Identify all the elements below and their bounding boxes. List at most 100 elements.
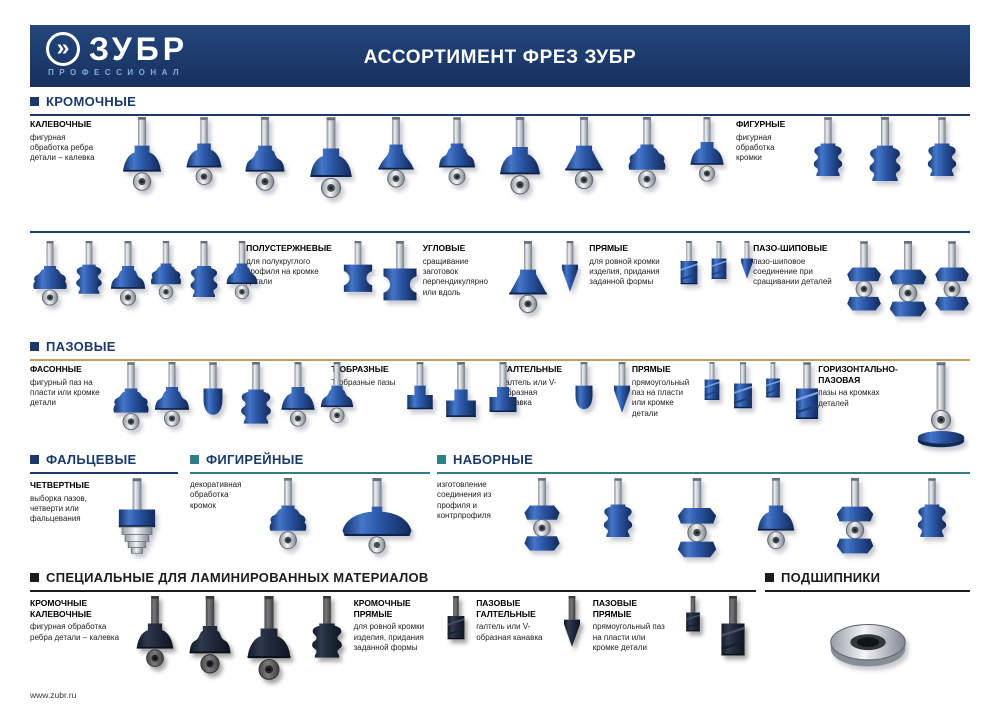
router-bit-icon: [401, 362, 439, 428]
router-bit-icon: [786, 362, 828, 436]
group-desc: сращивание заготовок перпендикулярно или…: [422, 256, 488, 297]
group-desc: выборка пазов, четверти или фальцевания: [30, 493, 88, 524]
kromochnye-row-1: КАЛЕВОЧНЫЕ фигурная обработка ребра дета…: [30, 117, 970, 229]
router-bit-icon: [184, 241, 224, 311]
router-bit-icon: [278, 362, 318, 432]
bit-group-figurnye-2: [30, 241, 246, 311]
router-bit-icon: [148, 241, 184, 304]
group-label-gorizontalno-pazovaya: ГОРИЗОНТАЛЬНО-ПАЗОВАЯ пазы на кромках де…: [818, 362, 912, 409]
bit-group-laminate-kalevochnye: [128, 596, 354, 687]
group-title: КРОМОЧНЫЕ ПРЯМЫЕ: [353, 598, 411, 619]
router-bit-icon: [339, 241, 377, 307]
bit-group-polusterzhnevye: [338, 241, 423, 318]
router-bit-icon: [318, 362, 356, 428]
router-bit-icon: [436, 117, 478, 191]
group-label-laminate-pryamye: КРОМОЧНЫЕ ПРЯМЫЕ для ровной кромки издел…: [354, 596, 436, 653]
router-bit-icon: [505, 241, 551, 321]
bit-group-laminate-pazovye-pryamye: [677, 596, 758, 673]
group-title: ПОЛУСТЕРЖНЕВЫЕ: [246, 243, 332, 253]
group-label-nabornye: изготовление соединения из профиля и кон…: [437, 478, 503, 522]
faltsevye-row: ЧЕТВЕРТНЫЕ выборка пазов, четверти или ф…: [30, 478, 180, 570]
group-label-kalevochnye: КАЛЕВОЧНЫЕ фигурная обработка ребра дета…: [30, 117, 110, 164]
router-bit-icon: [687, 117, 727, 187]
kromochnye-row-2: ПОЛУСТЕРЖНЕВЫЕ для полукруглого профиля …: [30, 231, 970, 331]
router-bit-icon: [921, 117, 963, 191]
logo-subtitle: ПРОФЕССИОНАЛ: [48, 68, 185, 77]
zubr-logo-row: » ЗУБР: [46, 32, 188, 66]
router-bit-icon: [726, 362, 760, 422]
bit-group-pryamye: [673, 241, 753, 297]
group-desc: фигурная обработка ребра детали – калевк…: [30, 132, 95, 163]
group-desc: для ровной кромки изделия, придания зада…: [589, 256, 660, 287]
router-bit-icon: [565, 362, 603, 428]
group-label-pazo-shipovye: ПАЗО-ШИПОВЫЕ пазо-шиповое соединение при…: [753, 241, 843, 288]
router-bit-icon: [266, 478, 310, 555]
router-bit-icon: [234, 362, 278, 439]
group-title: ЧЕТВЕРТНЫЕ: [30, 480, 90, 490]
bit-group-figurnye: [800, 117, 970, 197]
router-bit-icon: [242, 117, 288, 197]
bit-group-kalevochnye: [110, 117, 736, 205]
bit-group-laminate-pryamye: [436, 596, 477, 652]
group-desc: пазо-шиповое соединение при сращивании д…: [753, 256, 832, 287]
router-bit-icon: [119, 117, 165, 197]
section-bullet: [30, 97, 39, 106]
group-label-chetvertnye: ЧЕТВЕРТНЫЕ выборка пазов, четверти или ф…: [30, 478, 94, 525]
group-desc: для ровной кромки изделия, придания зада…: [353, 622, 425, 653]
group-label-laminate-galtelnye: ПАЗОВЫЕ ГАЛТЕЛЬНЫЕ галтель или V-образна…: [476, 596, 552, 643]
group-label-pazovye-pryamye: ПРЯМЫЕ прямоугольный паз на пласти или к…: [632, 362, 698, 419]
zubr-logo: » ЗУБР ПРОФЕССИОНАЛ: [46, 32, 188, 77]
router-bit-icon: [597, 478, 639, 552]
router-bit-icon: [305, 596, 349, 673]
group-desc: фигурный паз на пласти или кромке детали: [30, 377, 100, 408]
group-label-pryamye: ПРЯМЫЕ для ровной кромки изделия, придан…: [589, 241, 673, 288]
router-bit-icon: [862, 117, 908, 197]
footer-url: www.zubr.ru: [30, 690, 77, 700]
nabornye-row: изготовление соединения из профиля и кон…: [437, 478, 970, 570]
router-bit-icon: [931, 241, 973, 315]
router-bit-icon: [439, 362, 483, 439]
router-bit-icon: [754, 478, 798, 555]
group-title: ПРЯМЫЕ: [631, 364, 671, 374]
bit-group-fasonnye: [110, 362, 331, 439]
podshipniki-row: [765, 608, 970, 678]
group-desc: галтель или V-образная канавка: [476, 622, 543, 642]
section-title: ПОДШИПНИКИ: [781, 570, 881, 585]
router-bit-icon: [338, 478, 416, 556]
bearing-icon: [826, 618, 910, 672]
section-header-nabornye: НАБОРНЫЕ: [437, 452, 970, 474]
group-title: УГЛОВЫЕ: [422, 243, 466, 253]
group-title: ПАЗО-ШИПОВЫЕ: [753, 243, 828, 253]
group-desc: для полукруглого профиля на кромке детал…: [246, 256, 319, 287]
logo-text: ЗУБР: [89, 31, 189, 67]
section-bullet: [437, 455, 446, 464]
bit-group-laminate-galtelnye: [552, 596, 593, 662]
group-title: ПАЗОВЫЕ ГАЛТЕЛЬНЫЕ: [476, 598, 536, 619]
router-bit-icon: [603, 362, 641, 428]
router-bit-icon: [680, 596, 706, 642]
group-desc: изготовление соединения из профиля и кон…: [437, 480, 492, 521]
section-header-podshipniki: ПОДШИПНИКИ: [765, 570, 970, 592]
group-desc: декоративная обработка кромок: [190, 480, 242, 510]
pazovye-row: ФАСОННЫЕ фигурный паз на пласти или кром…: [30, 362, 970, 448]
group-title: ФИГУРНЫЕ: [736, 119, 786, 129]
router-bit-icon: [133, 596, 177, 673]
router-bit-icon: [705, 241, 733, 290]
section-bullet: [30, 455, 39, 464]
router-bit-icon: [760, 362, 786, 408]
group-title: ПАЗОВЫЕ ПРЯМЫЕ: [592, 598, 637, 619]
group-desc: Т-образные пазы: [331, 377, 396, 387]
router-bit-icon: [192, 362, 234, 436]
bit-group-chetvertnye: [94, 478, 180, 566]
section-header-kromochnye: КРОМОЧНЫЕ: [30, 94, 970, 116]
group-desc: галтель или V-образная канавка: [502, 377, 557, 408]
group-label-laminate-kalevochnye: КРОМОЧНЫЕ КАЛЕВОЧНЫЕ фигурная обработка …: [30, 596, 128, 643]
router-bit-icon: [885, 241, 931, 321]
router-bit-icon: [561, 117, 607, 197]
bit-group-t-obraznye: [401, 362, 502, 439]
router-bit-icon: [110, 362, 152, 436]
section-title: ПАЗОВЫЕ: [46, 339, 116, 354]
section-bullet: [30, 342, 39, 351]
group-title: КРОМОЧНЫЕ КАЛЕВОЧНЫЕ: [30, 598, 92, 619]
